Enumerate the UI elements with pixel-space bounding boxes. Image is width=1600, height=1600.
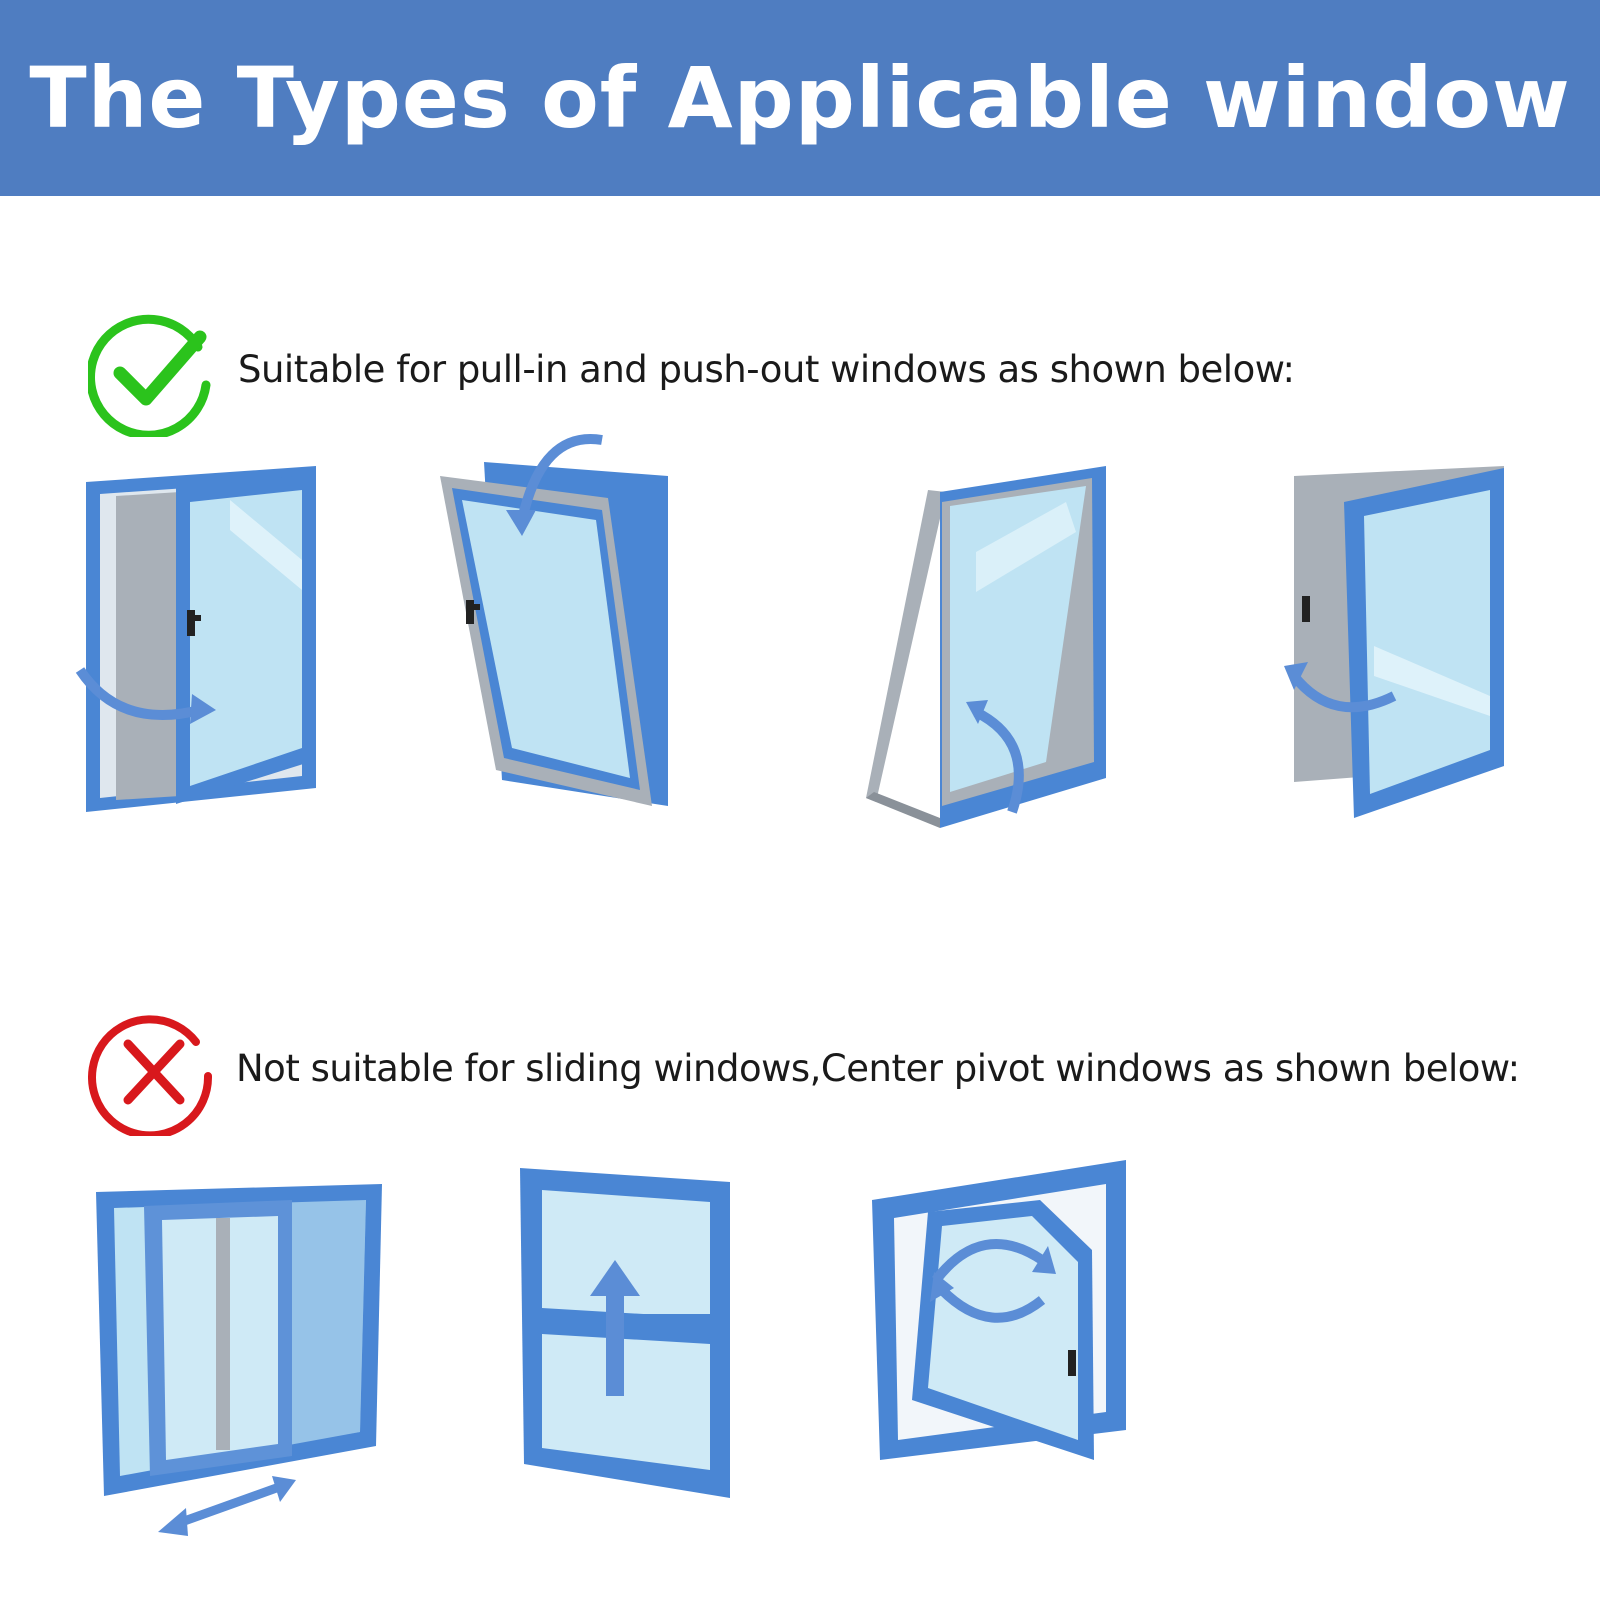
not-suitable-caption: Not suitable for sliding windows,Center … bbox=[236, 1047, 1520, 1090]
side-hung-inward-window-icon bbox=[75, 460, 340, 820]
page-title: The Types of Applicable window bbox=[29, 49, 1571, 147]
horizontal-sliding-window-icon bbox=[96, 1176, 386, 1536]
top-hung-awning-window-icon bbox=[866, 462, 1116, 832]
header-banner: The Types of Applicable window bbox=[0, 0, 1600, 196]
center-pivot-window-icon bbox=[872, 1160, 1132, 1480]
red-cross-circle-icon bbox=[88, 1006, 218, 1136]
side-hung-outward-window-icon bbox=[1284, 466, 1524, 826]
green-check-circle-icon bbox=[88, 307, 218, 437]
suitable-caption: Suitable for pull-in and push-out window… bbox=[238, 348, 1295, 391]
bottom-hung-tilt-window-icon bbox=[432, 434, 692, 820]
vertical-sliding-window-icon bbox=[520, 1168, 740, 1498]
